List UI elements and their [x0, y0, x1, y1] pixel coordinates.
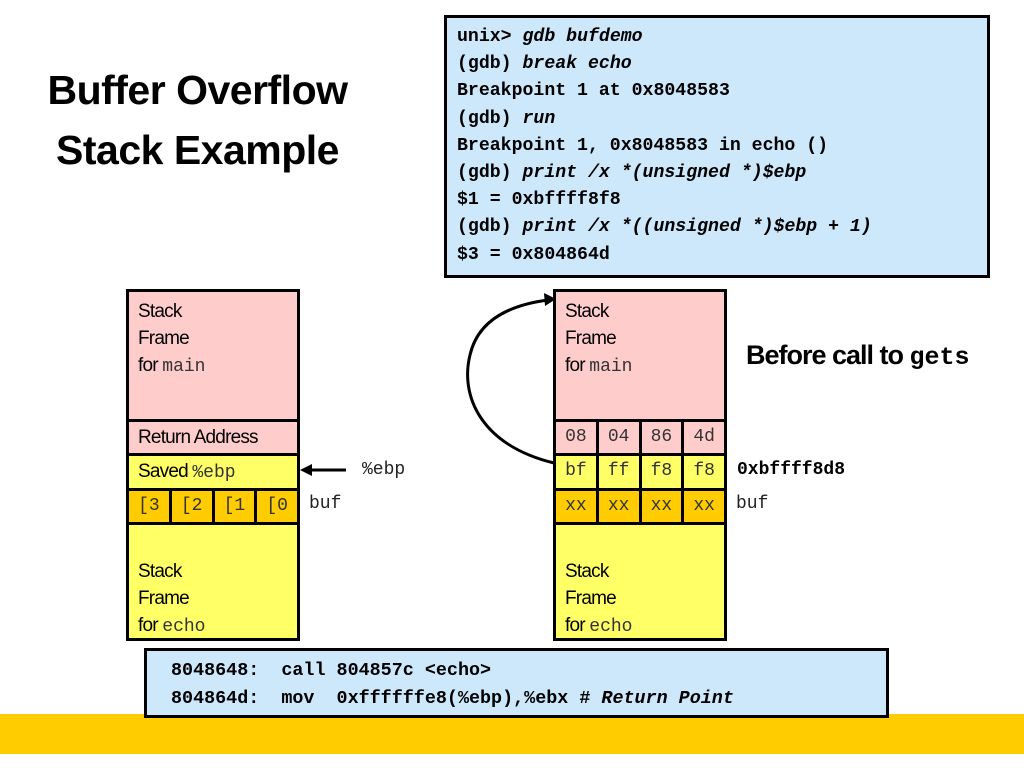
ebp-pointer-arrow-icon	[300, 464, 346, 476]
frame-label: for main	[138, 355, 206, 377]
byte-cell: xx	[595, 491, 639, 522]
slide-title: Buffer Overflow Stack Example	[0, 60, 395, 180]
before-gets-caption: Before call to gets	[746, 340, 970, 372]
gdb-line: (gdb) print /x *(unsigned *)$ebp	[457, 163, 807, 184]
left-stack-diagram: Stack Frame for main Return Address Save…	[126, 289, 300, 641]
saved-ebp-label: Saved	[138, 461, 193, 482]
frame-label: for main	[565, 355, 633, 377]
main-stack-frame: Stack Frame for main	[556, 292, 724, 419]
frame-label: Frame	[565, 588, 617, 609]
saved-ebp-bytes-row: bf ff f8 f8	[556, 453, 724, 488]
buf-cell: [0	[254, 491, 297, 522]
frame-label: for echo	[565, 615, 633, 637]
buf-row: [3 [2 [1 [0	[129, 488, 297, 522]
gdb-line: Breakpoint 1 at 0x8048583	[457, 81, 730, 102]
gdb-line: Breakpoint 1, 0x8048583 in echo ()	[457, 135, 829, 156]
frame-label: Stack	[138, 301, 182, 322]
caption-func: gets	[909, 343, 970, 372]
saved-ebp-reg: %ebp	[192, 463, 236, 483]
echo-stack-frame: Stack Frame for echo	[556, 522, 724, 638]
gdb-line: $1 = 0xbffff8f8	[457, 190, 621, 211]
byte-cell: 04	[595, 422, 639, 453]
byte-cell: f8	[681, 456, 724, 488]
buf-cell: [1	[211, 491, 255, 522]
frame-label: Frame	[565, 328, 617, 349]
frame-label: Stack	[138, 561, 182, 582]
byte-cell: 4d	[681, 422, 724, 453]
asm-line: 8048648: call 804857c <echo>	[171, 660, 492, 681]
byte-cell: bf	[565, 461, 587, 481]
byte-cell: 86	[638, 422, 682, 453]
gdb-line: $3 = 0x804864d	[457, 244, 610, 265]
return-address-bytes-row: 08 04 86 4d	[556, 419, 724, 453]
title-line-1: Buffer Overflow	[47, 67, 348, 113]
frame-label: Frame	[138, 588, 190, 609]
gdb-line: (gdb) run	[457, 108, 556, 129]
byte-cell: xx	[565, 496, 587, 516]
frame-label: Stack	[565, 561, 609, 582]
main-stack-frame: Stack Frame for main	[129, 292, 297, 419]
saved-ebp-row: Saved %ebp	[129, 453, 297, 488]
gdb-line: (gdb) break echo	[457, 54, 632, 75]
gdb-session-box: unix> gdb bufdemo (gdb) break echo Break…	[444, 15, 990, 278]
caption-text: Before call to	[746, 340, 910, 370]
gdb-line: unix> gdb bufdemo	[457, 27, 643, 47]
frame-label: for echo	[138, 615, 206, 637]
byte-cell: f8	[638, 456, 682, 488]
assembly-box: 8048648: call 804857c <echo> 804864d: mo…	[144, 648, 889, 718]
buf-cell: [3	[138, 496, 160, 516]
echo-stack-frame: Stack Frame for echo	[129, 522, 297, 638]
frame-label: Stack	[565, 301, 609, 322]
footer-accent-bar	[0, 714, 1024, 754]
gdb-line: (gdb) print /x *((unsigned *)$ebp + 1)	[457, 217, 872, 238]
curved-link-arrow-icon	[466, 293, 556, 465]
byte-cell: xx	[681, 491, 724, 522]
byte-cell: xx	[638, 491, 682, 522]
byte-cell: ff	[595, 456, 639, 488]
saved-ebp-address: 0xbffff8d8	[737, 460, 846, 480]
title-line-2: Stack Example	[56, 127, 339, 173]
frame-label: Frame	[138, 328, 190, 349]
right-buf-label: buf	[736, 494, 769, 514]
return-address-row: Return Address	[129, 419, 297, 453]
return-address-label: Return Address	[138, 427, 259, 448]
right-stack-diagram: Stack Frame for main 08 04 86 4d bf ff f…	[553, 289, 727, 641]
asm-line: 804864d: mov 0xffffffe8(%ebp),%ebx # Ret…	[171, 688, 734, 709]
left-buf-label: buf	[309, 494, 342, 514]
buf-bytes-row: xx xx xx xx	[556, 488, 724, 522]
buf-cell: [2	[168, 491, 212, 522]
byte-cell: 08	[565, 427, 587, 447]
ebp-pointer-label: %ebp	[362, 460, 406, 480]
